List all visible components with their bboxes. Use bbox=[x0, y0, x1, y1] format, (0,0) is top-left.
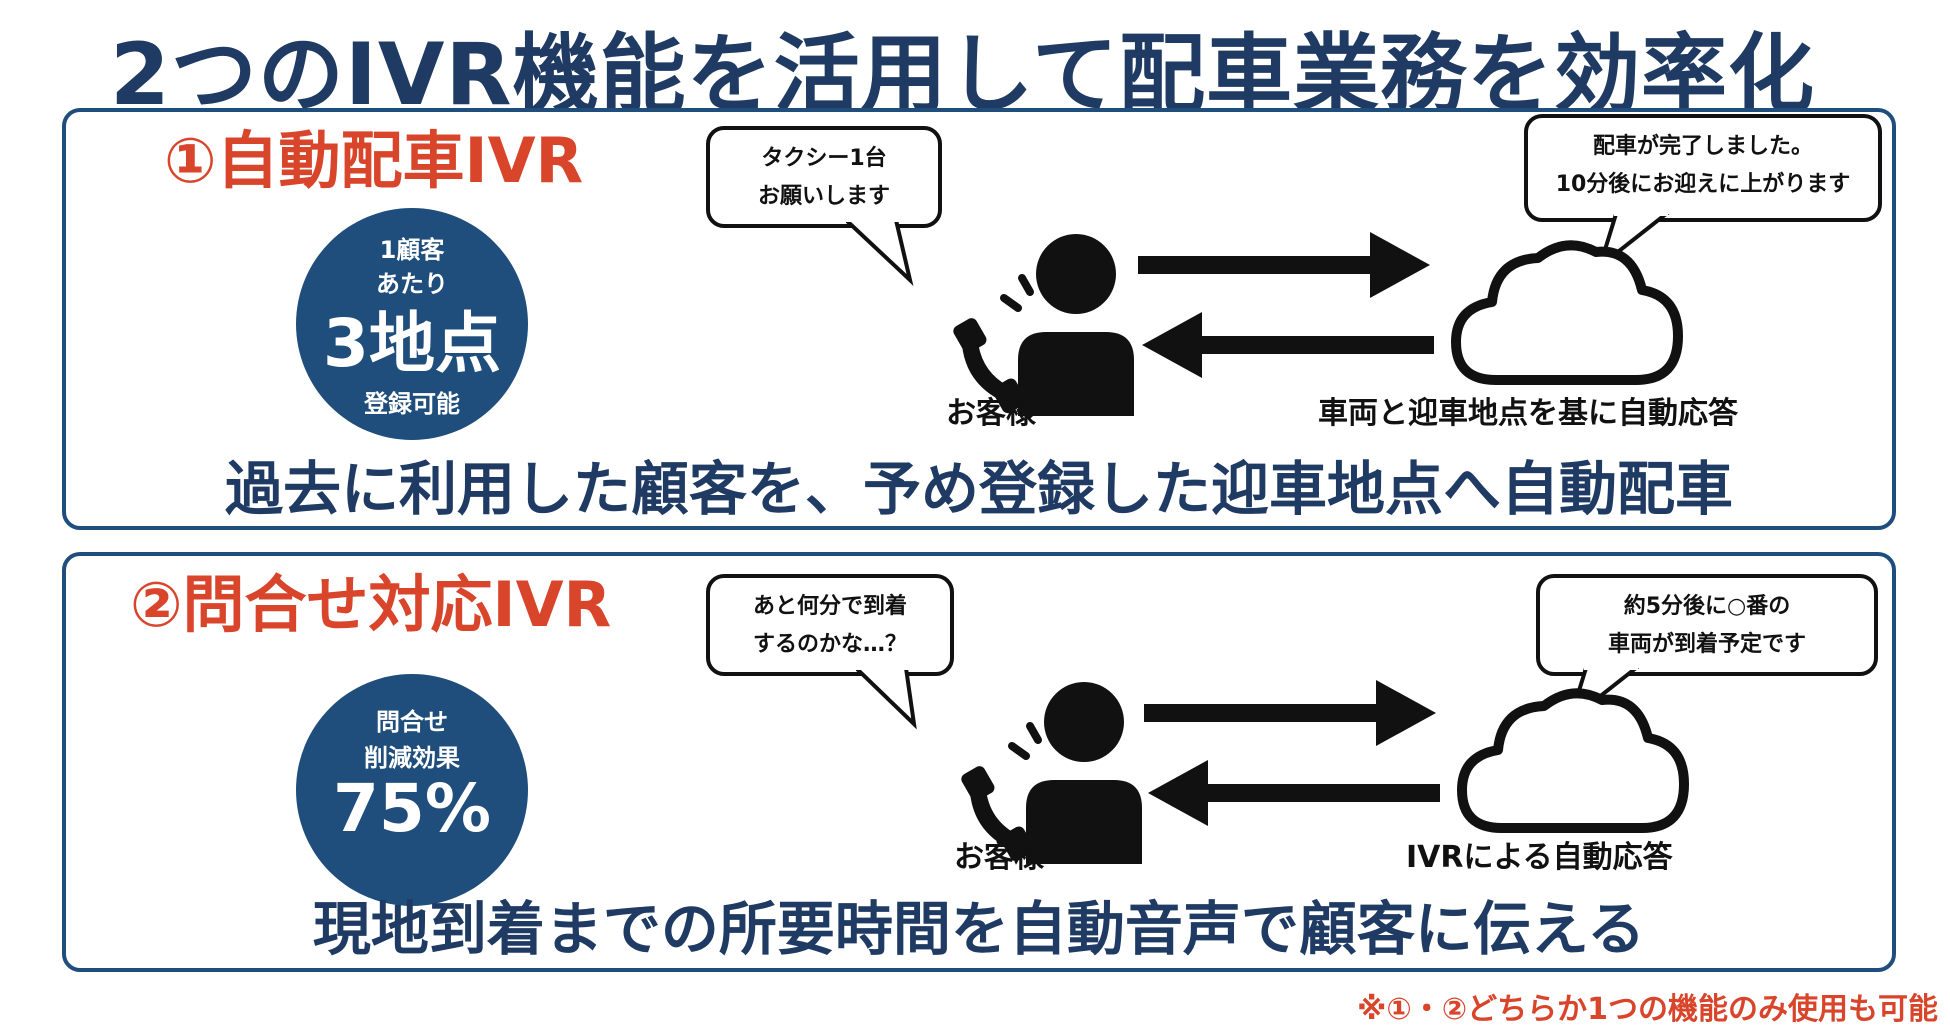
system-label: IVRによる自動応答 bbox=[1406, 840, 1673, 875]
bubble-line2: 10分後にお迎えに上がります bbox=[1555, 172, 1851, 197]
system-speech-bubble: 約5分後に○番の 車両が到着予定です bbox=[1536, 574, 1878, 676]
bubble-line2: お願いします bbox=[757, 184, 890, 209]
bubble-line1: あと何分で到着 bbox=[752, 594, 907, 619]
badge-line3: 登録可能 bbox=[364, 390, 460, 418]
phone-icon bbox=[953, 318, 1026, 414]
customer-label: お客様 bbox=[954, 840, 1044, 875]
footnote: ※①・②どちらか1つの機能のみ使用も可能 bbox=[1357, 992, 1938, 1027]
person-icon bbox=[1026, 682, 1142, 864]
badge-line2: 削減効果 bbox=[364, 744, 460, 772]
bubble-line1: タクシー1台 bbox=[761, 146, 887, 171]
bubble-tail bbox=[846, 220, 914, 286]
badge-value: 3地点 bbox=[323, 305, 501, 382]
summary-text: 現地到着までの所要時間を自動音声で顧客に伝える bbox=[312, 895, 1646, 963]
stat-badge: 問合せ 削減効果 75% bbox=[296, 674, 528, 906]
person-icon bbox=[1018, 234, 1134, 416]
badge-line1: 1顧客 bbox=[379, 236, 445, 264]
phone-icon bbox=[961, 766, 1034, 862]
panel-inquiry: ②問合せ対応IVR 問合せ 削減効果 75% あと何分で到着 するのかな…？ 約… bbox=[62, 552, 1896, 972]
customer-speech-bubble: タクシー1台 お願いします bbox=[706, 126, 942, 228]
bubble-line1: 配車が完了しました。 bbox=[1592, 134, 1813, 159]
bubble-line2: 車両が到着予定です bbox=[1607, 632, 1806, 657]
bubble-line1: 約5分後に○番の bbox=[1623, 594, 1791, 619]
system-speech-bubble: 配車が完了しました。 10分後にお迎えに上がります bbox=[1524, 114, 1882, 222]
stat-badge: 1顧客 あたり 3地点 登録可能 bbox=[296, 208, 528, 440]
exchange-arrows bbox=[1144, 680, 1440, 826]
bubble-tail bbox=[856, 668, 917, 730]
section-title: ②問合せ対応IVR bbox=[130, 568, 612, 641]
bubble-line2: するのかな…？ bbox=[752, 632, 907, 657]
customer-label: お客様 bbox=[946, 396, 1036, 431]
badge-line1: 問合せ bbox=[376, 708, 448, 736]
arrow-right-icon bbox=[1138, 232, 1430, 298]
caller-illustration bbox=[953, 234, 1134, 416]
exchange-arrows bbox=[1138, 232, 1434, 378]
customer-speech-bubble: あと何分で到着 するのかな…？ bbox=[706, 574, 954, 676]
system-label: 車両と迎車地点を基に自動応答 bbox=[1318, 396, 1738, 431]
caller-illustration bbox=[961, 682, 1142, 864]
arrow-right-icon bbox=[1144, 680, 1436, 746]
cloud-icon bbox=[1451, 240, 1683, 385]
arrow-left-icon bbox=[1142, 312, 1434, 378]
arrow-left-icon bbox=[1148, 760, 1440, 826]
badge-line2: あたり bbox=[376, 270, 448, 298]
panel-auto-dispatch: ①自動配車IVR 1顧客 あたり 3地点 登録可能 タクシー1台 お願いします … bbox=[62, 108, 1896, 530]
cloud-icon bbox=[1457, 688, 1689, 833]
summary-text: 過去に利用した顧客を、予め登録した迎車地点へ自動配車 bbox=[224, 455, 1733, 523]
section-title: ①自動配車IVR bbox=[164, 124, 584, 197]
badge-value: 75% bbox=[333, 770, 491, 847]
